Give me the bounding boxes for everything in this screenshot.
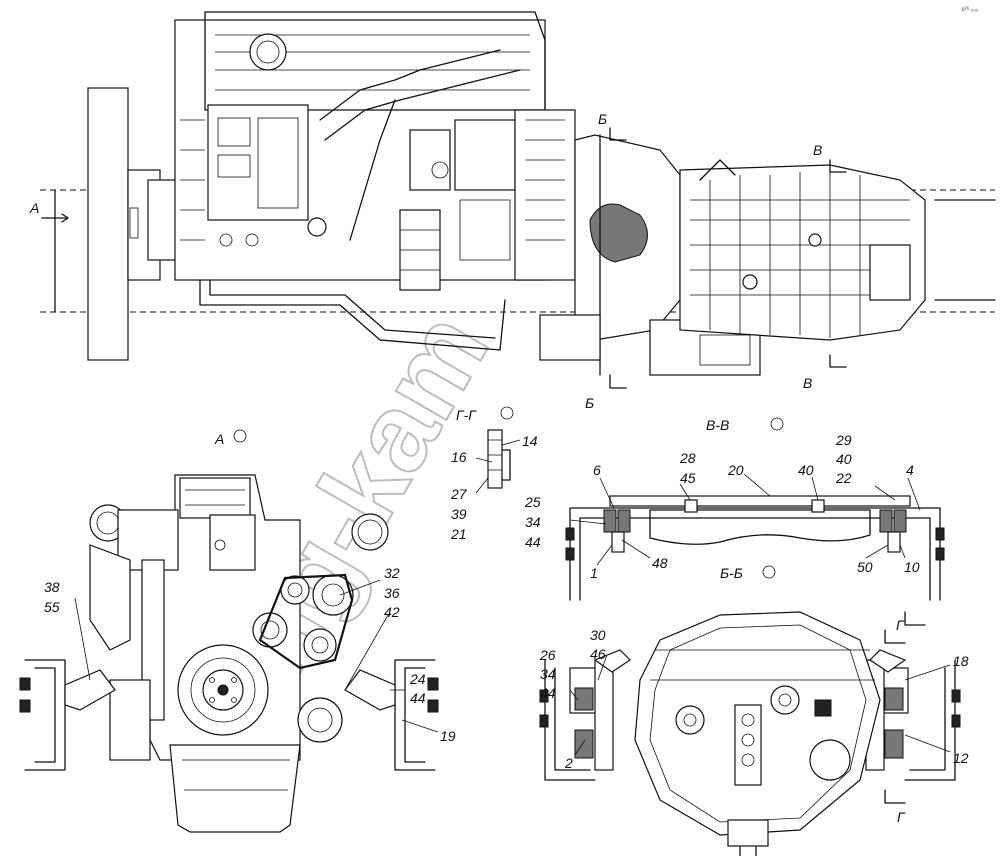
callout-28: 28 <box>679 450 696 466</box>
callout-42: 42 <box>384 604 400 620</box>
callout-50: 50 <box>857 559 873 575</box>
callout-22: 22 <box>835 470 852 486</box>
section-marks <box>41 127 847 389</box>
front-pulley-block <box>87 87 179 361</box>
view-label-b-top: Б <box>598 111 607 127</box>
callout-19: 19 <box>440 728 456 744</box>
engine-block <box>174 11 576 351</box>
callout-10: 10 <box>904 559 920 575</box>
callout-24: 24 <box>409 671 426 687</box>
section-vv-marker <box>770 417 784 431</box>
callout-26: 26 <box>539 647 556 663</box>
leader-lines <box>74 439 951 756</box>
callout-44-b: 44 <box>410 690 426 706</box>
callout-16: 16 <box>451 449 467 465</box>
callout-55: 55 <box>44 599 60 615</box>
callout-44-a: 44 <box>525 534 541 550</box>
section-bb-marker <box>762 565 776 579</box>
view-label-b-bottom: Б <box>585 395 594 411</box>
callout-12: 12 <box>953 750 969 766</box>
section-vv-drawing <box>565 495 945 626</box>
view-label-v-top: В <box>813 142 822 158</box>
title-section-bb: Б-Б <box>720 565 743 581</box>
title-view-a: А <box>214 431 224 447</box>
callout-46: 46 <box>590 646 606 662</box>
front-view-mounts <box>19 659 439 771</box>
front-view-engine <box>89 474 389 833</box>
corner-mark: ɛ²⁶ ₀₀₀ <box>962 6 979 13</box>
callout-4: 4 <box>906 462 914 478</box>
callout-30: 30 <box>590 627 606 643</box>
view-a-marker <box>233 429 247 443</box>
callout-32: 32 <box>384 565 400 581</box>
callout-14: 14 <box>522 433 538 449</box>
title-section-vv: В-В <box>706 417 729 433</box>
callout-21: 21 <box>450 526 467 542</box>
view-label-a: А <box>29 200 39 216</box>
gearbox <box>679 159 926 341</box>
top-view <box>40 11 996 389</box>
callout-20: 20 <box>727 462 744 478</box>
callout-2: 2 <box>564 755 573 771</box>
callout-48: 48 <box>652 555 668 571</box>
callout-40-mid: 40 <box>798 462 814 478</box>
callout-25: 25 <box>524 494 541 510</box>
section-gg-marker <box>500 406 514 420</box>
title-section-gg: Г-Г <box>456 407 477 423</box>
section-bb-drawing <box>539 611 961 856</box>
callout-38: 38 <box>44 579 60 595</box>
callout-labels: 14 16 27 39 21 29 40 22 28 45 6 20 40 4 … <box>44 432 969 825</box>
callout-39: 39 <box>451 506 467 522</box>
callout-40-top: 40 <box>836 451 852 467</box>
section-mark-g-bottom: Г <box>897 809 906 825</box>
callout-45: 45 <box>680 470 696 486</box>
callout-34-b: 34 <box>540 666 556 682</box>
callout-36: 36 <box>384 585 400 601</box>
callout-27: 27 <box>450 486 468 502</box>
callout-29: 29 <box>835 432 852 448</box>
callout-18: 18 <box>953 653 969 669</box>
section-mark-g-top: Г <box>896 617 905 633</box>
callout-34-a: 34 <box>525 514 541 530</box>
callout-44-c: 44 <box>540 685 556 701</box>
view-label-v-bottom: В <box>803 375 812 391</box>
callout-6: 6 <box>593 462 601 478</box>
section-gg-detail <box>487 429 511 489</box>
callout-1: 1 <box>590 565 598 581</box>
